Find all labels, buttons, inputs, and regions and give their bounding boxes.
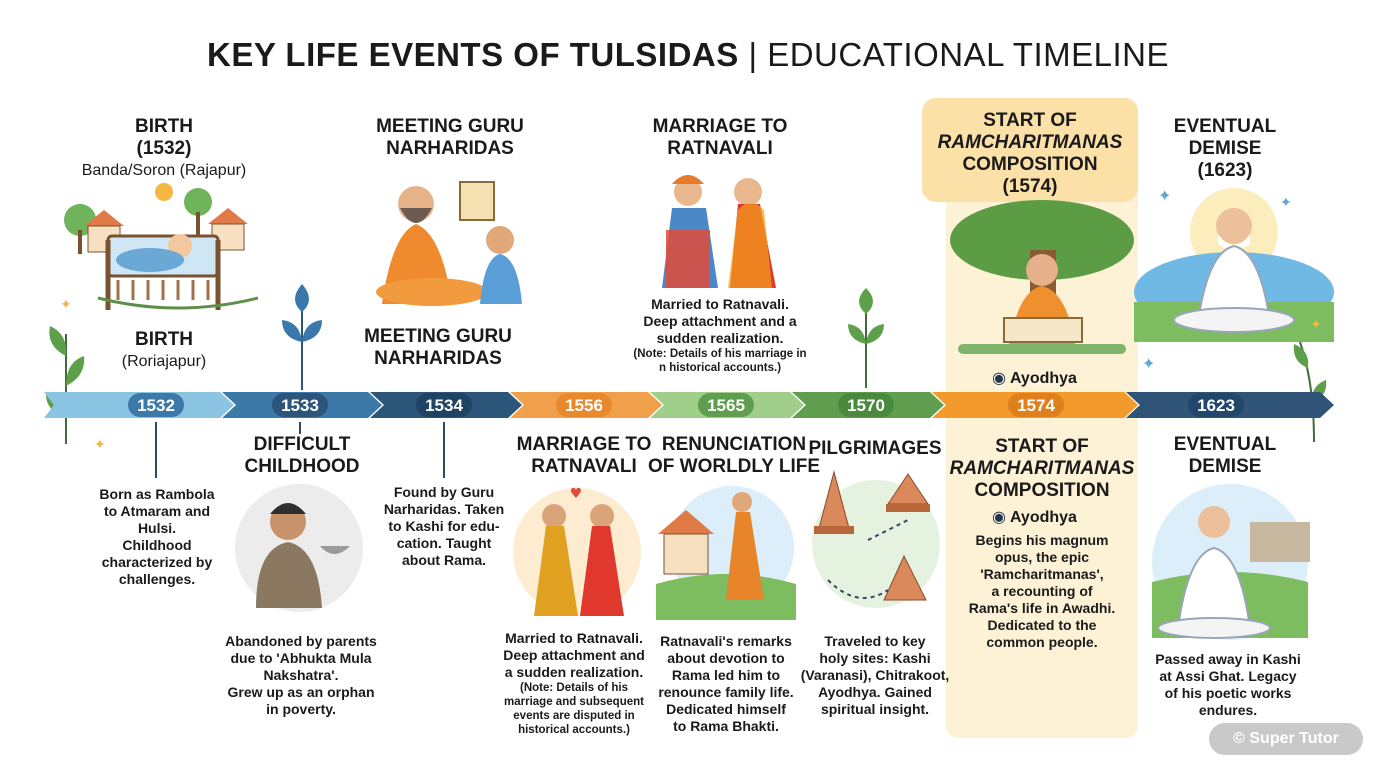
marriage-top-description: Married to Ratnavali. Deep attachment an…: [633, 296, 807, 374]
sparkle-icon: ✦: [1310, 316, 1322, 332]
svg-text:1534: 1534: [425, 396, 463, 415]
svg-text:1532: 1532: [137, 396, 175, 415]
wedding-couple-icon: ♥: [513, 486, 641, 616]
sage-meditating-icon: [1134, 188, 1334, 342]
year-badge-1556: 1556: [556, 393, 612, 417]
event-birth-heading: BIRTH(1532) Banda/Soron (Rajapur): [81, 116, 247, 179]
tree-writing-icon: [950, 200, 1134, 354]
year-badge-1534: 1534: [416, 393, 472, 417]
cradle-house-icon: [64, 183, 258, 310]
page-title: KEY LIFE EVENTS OF TULSIDAS | EDUCATIONA…: [206, 36, 1169, 73]
svg-text:1574: 1574: [1017, 396, 1055, 415]
sparkle-icon: ✦: [60, 296, 72, 312]
house-walking-monk-icon: [656, 486, 796, 620]
location-pin-icon: ◉: [992, 509, 1006, 526]
event-pilgrimages-heading: PILGRIMAGES: [808, 438, 942, 459]
svg-text:1570: 1570: [847, 396, 885, 415]
leaf-sprout-icon: [848, 288, 884, 388]
location-ayodhya-top: ◉Ayodhya: [992, 370, 1077, 387]
year-badge-1623: 1623: [1188, 393, 1244, 417]
sage-meditating-icon: [1152, 484, 1310, 640]
event-marriage-bottom-description: Married to Ratnavali.Deep attachment and…: [503, 630, 645, 736]
year-badges: 1532 1533 1534 1556 1565 1570 1574 1623: [128, 393, 1244, 417]
highlight-header-1574: [922, 98, 1138, 202]
leaf-sprout-icon: [282, 284, 322, 390]
sparkle-icon: ✦: [1142, 356, 1156, 373]
year-badge-1570: 1570: [838, 393, 894, 417]
svg-text:1623: 1623: [1197, 396, 1235, 415]
svg-text:1533: 1533: [281, 396, 319, 415]
location-pin-icon: ◉: [992, 370, 1006, 387]
orphan-bowl-icon: [235, 484, 363, 612]
year-badge-1533: 1533: [272, 393, 328, 417]
year-badge-1565: 1565: [698, 393, 754, 417]
svg-text:1556: 1556: [565, 396, 603, 415]
location-ayodhya-bottom: ◉Ayodhya: [992, 509, 1077, 526]
svg-text:1565: 1565: [707, 396, 745, 415]
year-badge-1532: 1532: [128, 393, 184, 417]
year-badge-1574: 1574: [1008, 393, 1064, 417]
connector-line: [155, 422, 157, 478]
guru-teaching-icon: [376, 181, 522, 306]
sparkle-icon: ✦: [94, 436, 106, 452]
watermark-badge: © Super Tutor: [1209, 723, 1363, 755]
connector-line: [299, 422, 301, 434]
sparkle-icon: ✦: [1280, 194, 1292, 210]
svg-text:♥: ♥: [570, 486, 583, 502]
temples-footprints-icon: [812, 470, 940, 608]
wedding-couple-icon: [662, 175, 776, 288]
event-birth-mid-heading: BIRTH (Roriajapur): [121, 329, 207, 370]
sparkle-icon: ✦: [1158, 188, 1172, 205]
connector-line: [443, 422, 445, 478]
